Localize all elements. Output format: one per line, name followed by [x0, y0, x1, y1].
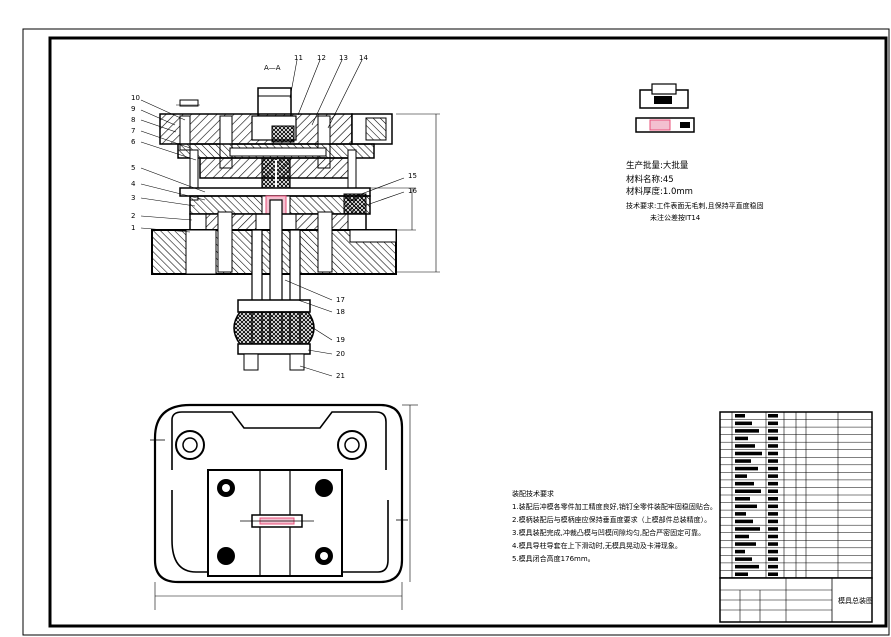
- inner-frame: [48, 36, 888, 628]
- parts-list-cell-mark: [768, 504, 778, 509]
- mold-shank: [257, 87, 292, 117]
- parts-list-cell-mark: [735, 436, 748, 441]
- parts-list-cell-mark: [735, 542, 756, 546]
- part-no-10: 10: [131, 94, 140, 102]
- plan-view: [150, 403, 418, 610]
- part-no-13: 13: [339, 54, 348, 62]
- part-no-20: 20: [336, 350, 345, 358]
- parts-list-cell-mark: [735, 519, 753, 524]
- tech-req-item-4: 4.模具导柱导套在上下滑动时,无模具晃动及卡滞现象。: [512, 541, 682, 550]
- parts-list-cell-mark: [735, 512, 746, 516]
- parts-list-cell-mark: [735, 572, 748, 576]
- parts-list-cell-mark: [735, 489, 761, 493]
- part-no-9: 9: [131, 105, 135, 113]
- parts-list-cell-mark: [735, 504, 757, 509]
- part-no-5: 5: [131, 164, 135, 172]
- parts-list-cell-mark: [768, 429, 778, 433]
- tech-req-heading: 装配技术要求: [512, 489, 554, 498]
- parts-list-cell-mark: [768, 414, 778, 418]
- parts-list-cell-mark: [768, 542, 778, 546]
- parts-list-cell-mark: [768, 512, 778, 516]
- note-material: 材料名称:45: [626, 174, 674, 185]
- drawing-name: 模具总装图: [838, 596, 873, 605]
- title-block: 模具总装图: [719, 577, 873, 623]
- parts-list-cell-mark: [735, 451, 762, 456]
- outer-frame: [22, 28, 890, 636]
- parts-list-cell-mark: [735, 497, 750, 501]
- part-no-12: 12: [317, 54, 326, 62]
- part-no-15: 15: [408, 172, 417, 180]
- parts-list-cell-mark: [768, 451, 778, 456]
- section-view: A—A: [131, 54, 440, 380]
- note-tolerance: 未注公差按IT14: [650, 213, 701, 222]
- part-no-18: 18: [336, 308, 345, 316]
- part-no-8: 8: [131, 116, 135, 124]
- part-no-11: 11: [294, 54, 303, 62]
- parts-list-cell-mark: [768, 489, 778, 493]
- parts-list-cell-mark: [735, 466, 758, 471]
- rubber-buffer: [233, 311, 315, 345]
- parts-list-cell-mark: [768, 481, 778, 486]
- parts-list-cell-mark: [735, 534, 749, 539]
- parts-list: [719, 411, 873, 579]
- workpiece-sketch: [635, 83, 695, 133]
- tech-req-item-2: 2.模柄装配后与模柄座应保持垂直度要求（上模部件总装精度）。: [512, 515, 711, 524]
- parts-list-cell-mark: [735, 474, 747, 478]
- parts-list-cell-mark: [735, 557, 752, 561]
- parts-list-cell-mark: [768, 557, 778, 561]
- parts-list-cell-mark: [735, 527, 760, 531]
- tech-req-item-1: 1.装配后冲模各零件加工精度良好,销钉全零件装配牢固稳固贴合。: [512, 502, 717, 511]
- parts-list-cell-mark: [735, 421, 752, 426]
- note-thickness: 材料厚度:1.0mm: [626, 186, 693, 197]
- parts-list-cell-mark: [735, 481, 754, 486]
- part-no-14: 14: [359, 54, 368, 62]
- part-no-1: 1: [131, 224, 135, 232]
- parts-list-cell-mark: [768, 459, 778, 463]
- part-no-2: 2: [131, 212, 135, 220]
- parts-list-cell-mark: [768, 549, 778, 554]
- parts-list-cell-mark: [735, 459, 751, 463]
- note-batch: 生产批量:大批量: [626, 160, 689, 171]
- parts-list-cell-mark: [735, 564, 759, 569]
- part-no-3: 3: [131, 194, 135, 202]
- parts-list-cell-mark: [735, 549, 745, 554]
- part-no-6: 6: [131, 138, 136, 146]
- parts-list-cell-mark: [768, 527, 778, 531]
- parts-list-cell-mark: [768, 436, 778, 441]
- parts-list-cell-mark: [768, 421, 778, 426]
- tech-req-item-3: 3.模具装配完成,冲裁凸模与凹模间隙均匀,配合严密固定可靠。: [512, 528, 705, 537]
- parts-list-cell-mark: [768, 466, 778, 471]
- tech-requirements: 装配技术要求 1.装配后冲模各零件加工精度良好,销钉全零件装配牢固稳固贴合。 2…: [512, 489, 717, 563]
- parts-list-cell-mark: [768, 564, 778, 569]
- part-no-21: 21: [336, 372, 345, 380]
- part-no-19: 19: [336, 336, 345, 344]
- section-label: A—A: [264, 64, 281, 72]
- parts-list-cell-mark: [735, 414, 745, 418]
- parts-list-cell-mark: [768, 497, 778, 501]
- parts-list-cell-mark: [768, 444, 778, 448]
- product-notes: 生产批量:大批量 材料名称:45 材料厚度:1.0mm 技术要求:工件表面无毛刺…: [626, 160, 764, 222]
- tech-req-item-5: 5.模具闭合高度176mm。: [512, 554, 595, 563]
- part-no-4: 4: [131, 180, 136, 188]
- parts-list-cell-mark: [768, 474, 778, 478]
- part-no-16: 16: [408, 187, 417, 195]
- parts-list-cell-mark: [768, 534, 778, 539]
- note-tech: 技术要求:工件表面无毛刺,且保持平直度稳固: [626, 201, 764, 210]
- parts-list-cell-mark: [735, 429, 759, 433]
- parts-list-cell-mark: [768, 519, 778, 524]
- parts-list-cell-mark: [735, 444, 755, 448]
- parts-list-cell-mark: [768, 572, 778, 576]
- part-no-17: 17: [336, 296, 345, 304]
- part-no-7: 7: [131, 127, 135, 135]
